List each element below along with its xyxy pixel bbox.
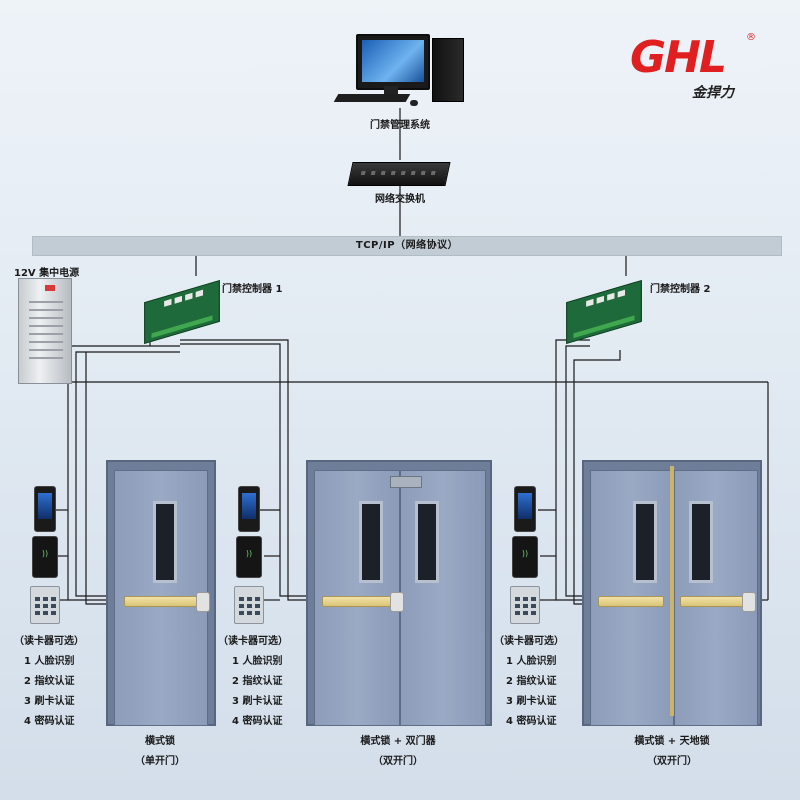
reader-options-title: （读卡器可选） bbox=[494, 636, 564, 647]
keyboard-icon bbox=[333, 94, 411, 102]
reader-option: 3 刷卡认证 bbox=[24, 696, 75, 707]
tcp-ip-bus-label: TCP/IP（网络协议） bbox=[355, 240, 459, 251]
card-reader-icon: )) bbox=[32, 536, 58, 578]
reader-option: 1 人脸识别 bbox=[24, 656, 75, 667]
reader-option: 4 密码认证 bbox=[24, 716, 75, 727]
door-1-type-label: （单开门） bbox=[135, 756, 185, 767]
monitor-stand bbox=[384, 86, 398, 96]
reader-option: 2 指纹认证 bbox=[232, 676, 283, 687]
reader-option: 4 密码认证 bbox=[506, 716, 557, 727]
door-2-lock-label: 横式锁 + 双门器 bbox=[360, 736, 436, 747]
push-bar-end bbox=[742, 592, 756, 612]
reader-options-title: （读卡器可选） bbox=[218, 636, 288, 647]
door-window bbox=[359, 501, 383, 583]
c1-door2-outer-wire bbox=[180, 339, 322, 601]
management-system-label: 门禁管理系统 bbox=[370, 120, 430, 131]
reader-option: 3 刷卡认证 bbox=[506, 696, 557, 707]
reader-option: 2 指纹认证 bbox=[24, 676, 75, 687]
tcp-ip-bus: TCP/IP（网络协议） bbox=[32, 236, 782, 256]
door-3-lock-label: 横式锁 + 天地锁 bbox=[634, 736, 710, 747]
mouse-icon bbox=[410, 100, 418, 106]
keypad-icon bbox=[234, 586, 264, 624]
door-window bbox=[153, 501, 177, 583]
c1-door1-inner-wire bbox=[75, 351, 180, 597]
face-reader-icon bbox=[238, 486, 260, 532]
reader-option: 4 密码认证 bbox=[232, 716, 283, 727]
card-reader-icon: )) bbox=[236, 536, 262, 578]
network-switch-label: 网络交换机 bbox=[375, 194, 425, 205]
face-reader-icon bbox=[514, 486, 536, 532]
door-2-type-label: （双开门） bbox=[373, 756, 423, 767]
door-closer-icon bbox=[390, 476, 422, 488]
c1-door1-outer-wire bbox=[67, 345, 180, 601]
logo-mark: GHL bbox=[630, 32, 727, 83]
reader-option: 2 指纹认证 bbox=[506, 676, 557, 687]
c1-door2-inner-wire bbox=[180, 343, 322, 597]
face-reader-icon bbox=[34, 486, 56, 532]
push-bar-lock-icon bbox=[680, 596, 746, 607]
reader-option: 3 刷卡认证 bbox=[232, 696, 283, 707]
door-3-type-label: （双开门） bbox=[647, 756, 697, 767]
door-window bbox=[689, 501, 713, 583]
push-bar-lock-icon bbox=[322, 596, 396, 607]
controller-2-label: 门禁控制器 2 bbox=[650, 284, 711, 295]
ghl-logo: GHL ® 金捍力 bbox=[630, 32, 760, 106]
power-supply-icon bbox=[18, 278, 72, 384]
reader-option: 1 人脸识别 bbox=[506, 656, 557, 667]
push-bar-lock-icon bbox=[598, 596, 664, 607]
reader-option: 1 人脸识别 bbox=[232, 656, 283, 667]
push-bar-lock-icon bbox=[124, 596, 202, 607]
flush-bolt-icon bbox=[670, 466, 674, 716]
controller-1-label: 门禁控制器 1 bbox=[222, 284, 283, 295]
keypad-icon bbox=[30, 586, 60, 624]
desktop-computer-icon bbox=[356, 34, 430, 90]
door-3-frame bbox=[582, 460, 762, 726]
door-window bbox=[415, 501, 439, 583]
reader-options-title: （读卡器可选） bbox=[14, 636, 84, 647]
card-reader-icon: )) bbox=[512, 536, 538, 578]
push-bar-end bbox=[390, 592, 404, 612]
pc-tower-icon bbox=[432, 38, 464, 102]
registered-mark: ® bbox=[746, 32, 756, 43]
logo-brand-name: 金捍力 bbox=[692, 85, 734, 101]
door-window bbox=[633, 501, 657, 583]
network-switch-icon bbox=[347, 162, 451, 186]
power-supply-label: 12V 集中电源 bbox=[14, 268, 80, 279]
door-1-lock-label: 横式锁 bbox=[145, 736, 175, 747]
door-2-right-leaf bbox=[400, 470, 486, 726]
keypad-icon bbox=[510, 586, 540, 624]
push-bar-end bbox=[196, 592, 210, 612]
